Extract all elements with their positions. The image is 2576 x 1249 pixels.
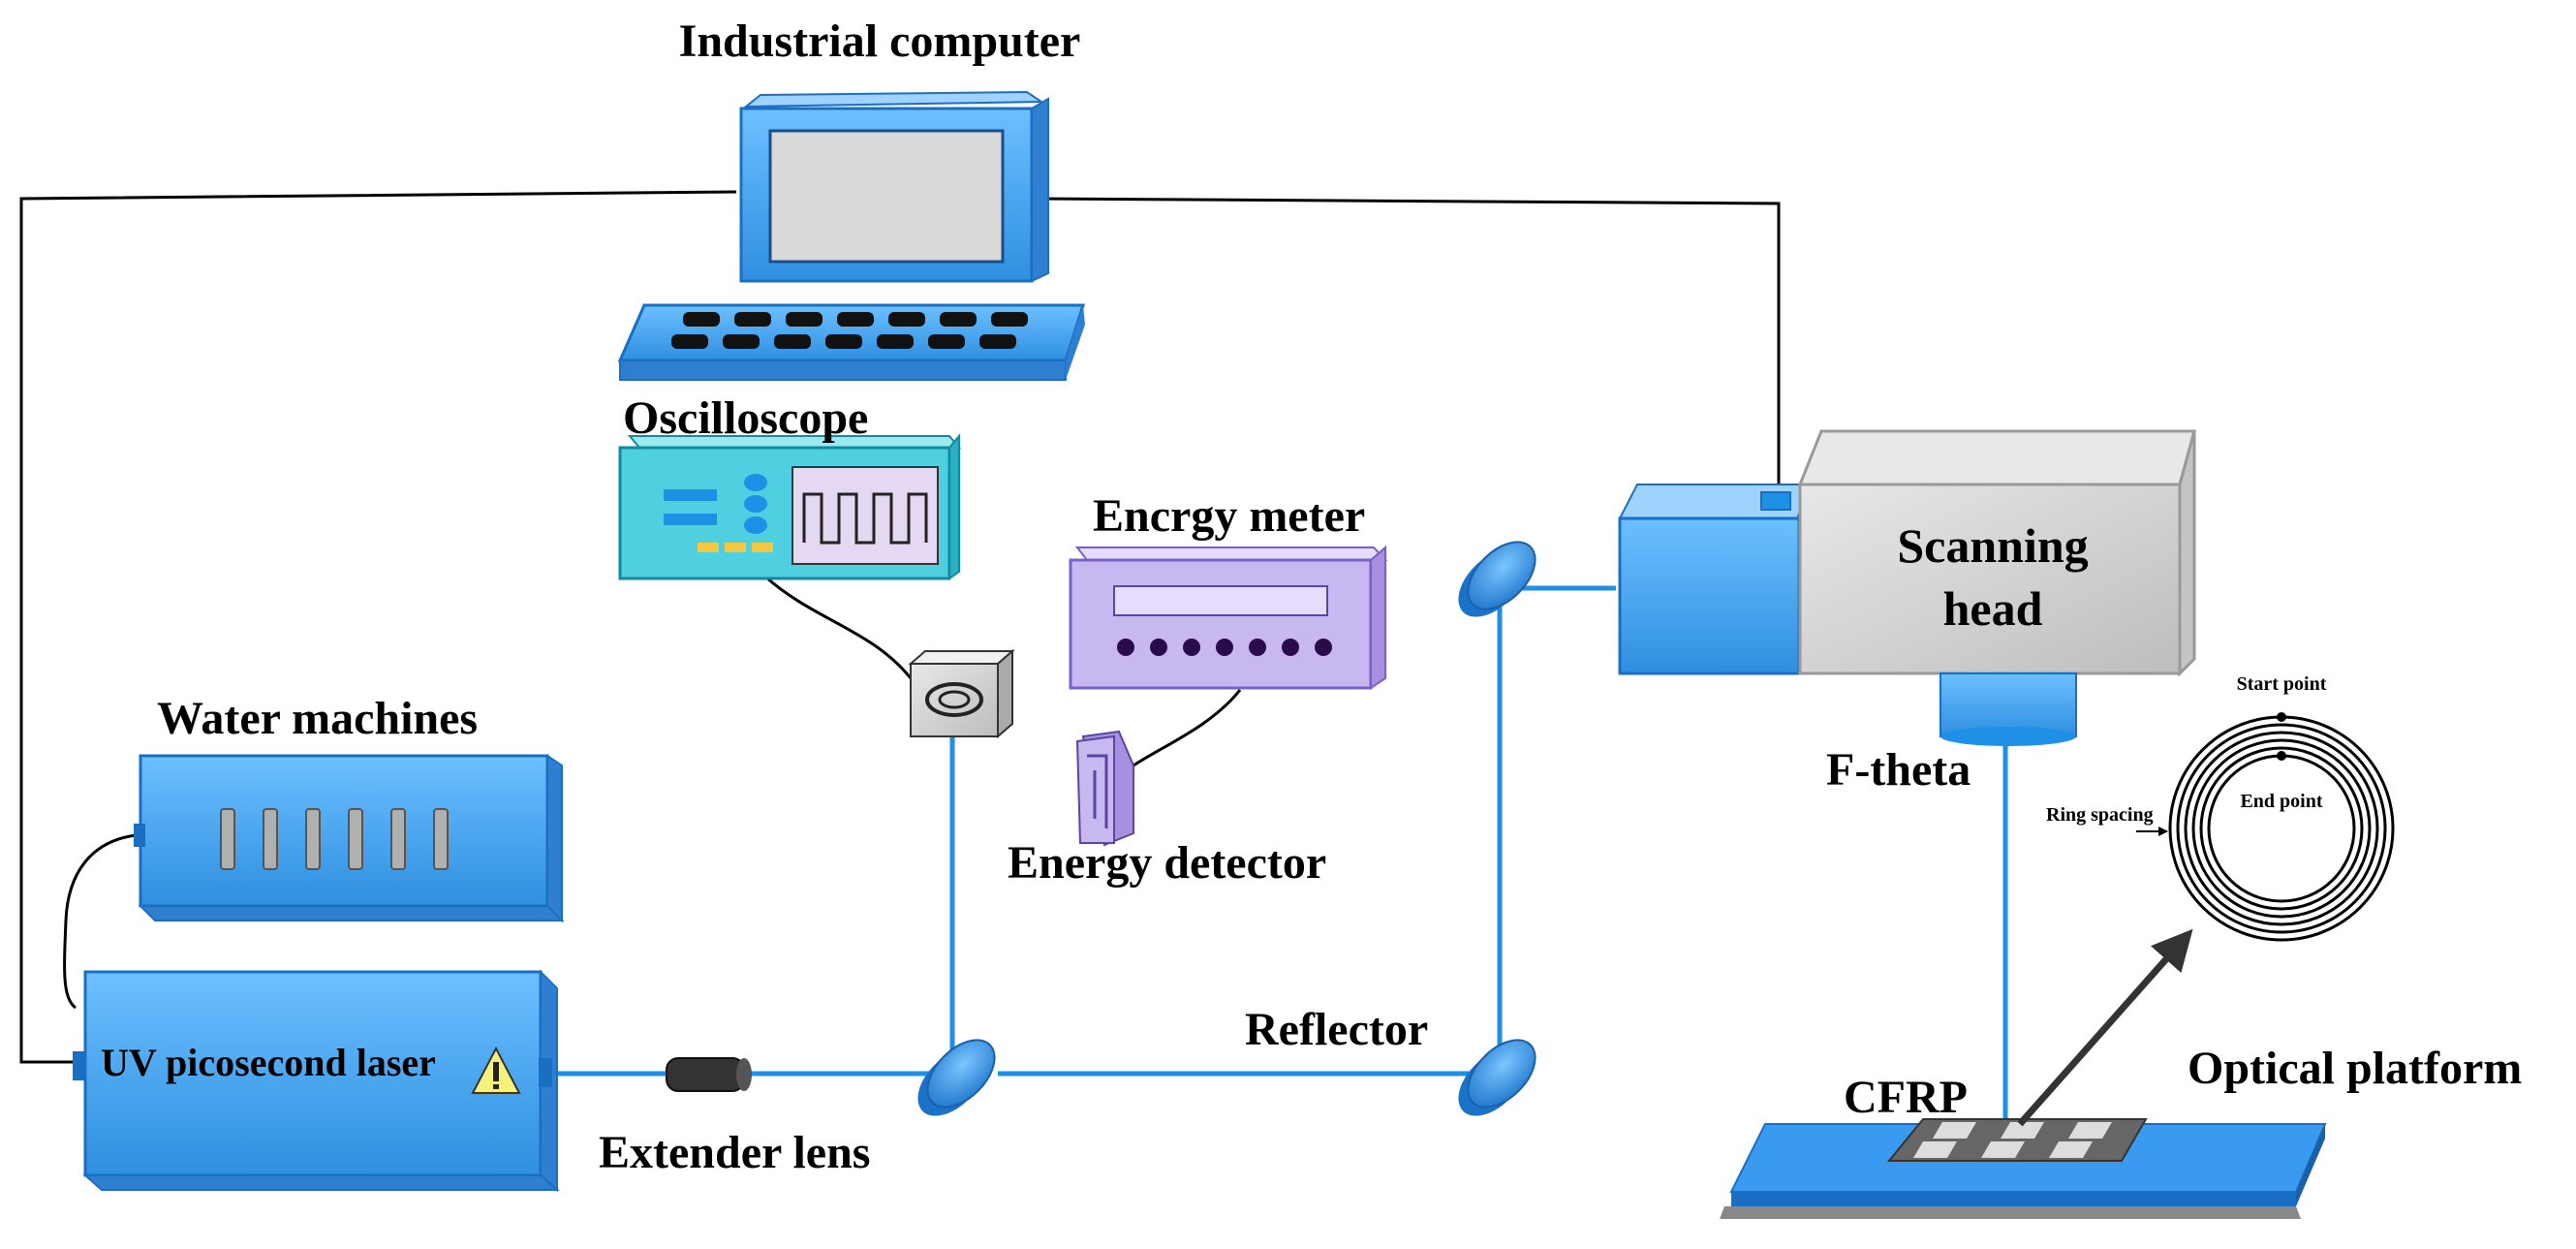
energy-meter [1069,545,1388,690]
signal-wires [19,190,1781,1064]
label-scanning-head-line2: head [1943,581,2043,636]
label-reflector: Reflector [1245,1004,1428,1055]
water-machine [134,754,565,923]
wire-computer-to-laser [19,190,737,1064]
label-f-theta: F-theta [1826,744,1971,796]
wire-meter-to-detector [1133,689,1242,767]
warning-triangle-icon [471,1046,521,1094]
extender-lens [666,1057,752,1092]
oscilloscope [618,433,962,580]
label-optical-platform: Optical platform [2188,1043,2522,1094]
label-energy-detector: Energy detector [1008,837,1326,889]
wire-water-to-laser [63,833,137,1010]
label-energy-meter: Encrgy meter [1093,490,1365,542]
f-theta-lens [1940,672,2077,746]
callout-arrow [2017,928,2193,1127]
energy-detector [1075,730,1134,847]
label-ring-spacing: Ring spacing [2046,804,2154,826]
wire-computer-to-scanhead [1036,197,1781,489]
label-water-machines: Water machines [157,693,478,744]
label-cfrp: CFRP [1844,1072,1968,1123]
cfrp-sample [1886,1118,2148,1162]
label-industrial-computer: Industrial computer [679,16,1081,67]
label-scanning-head-line1: Scanning [1897,518,2088,573]
label-uv-laser: UV picosecond laser [101,1041,436,1084]
reflector-mirror-2 [1458,1039,1536,1116]
end-point-marker [2277,751,2286,761]
start-point-marker [2277,712,2286,722]
photodetector [908,648,1015,739]
uv-picosecond-laser [73,969,560,1193]
reflector-mirror-3 [1458,541,1536,617]
label-oscilloscope: Oscilloscope [623,392,868,444]
label-start-point: Start point [2237,673,2327,695]
wire-oscilloscope-to-detector [763,575,913,679]
scanning-head [1618,429,2196,677]
label-end-point: End point [2240,791,2322,812]
scan-rings [2168,715,2395,942]
label-extender-lens: Extender lens [599,1127,870,1178]
keyboard [617,303,1086,381]
industrial-computer [739,90,1049,283]
reflector-mirror-1 [917,1039,996,1116]
